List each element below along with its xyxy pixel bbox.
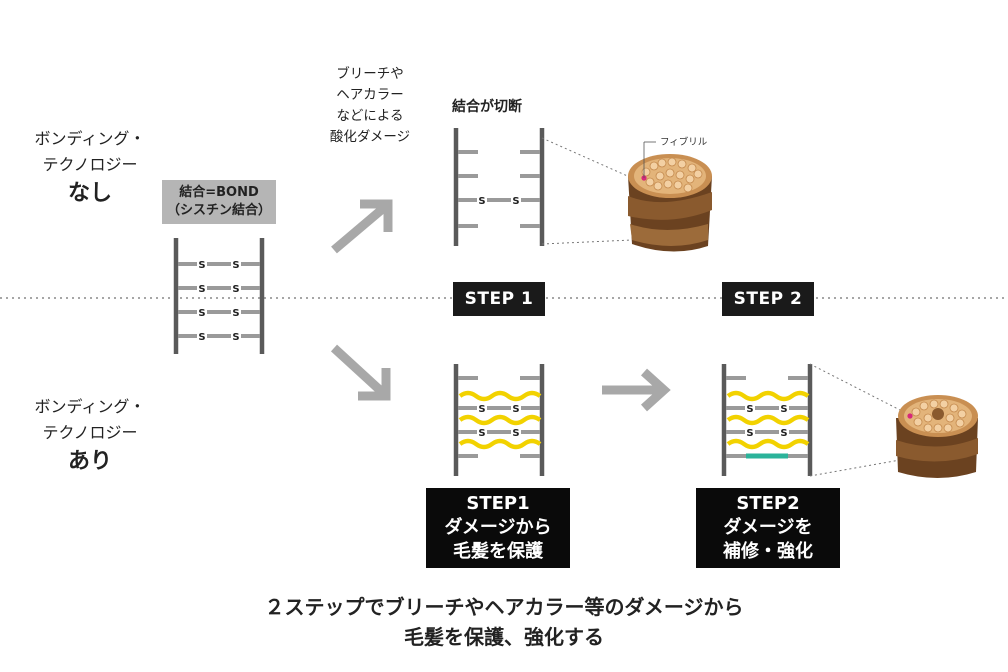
zoom-line bbox=[809, 459, 901, 477]
label-line: ボンディング・ bbox=[34, 129, 146, 148]
ladder-intact: S S S S S S S S bbox=[173, 238, 265, 354]
bond-tag-line: （シスチン結合） bbox=[166, 203, 271, 218]
zoom-line bbox=[541, 239, 633, 245]
ladder-step1: S S S S bbox=[453, 364, 545, 476]
bond-row: S S bbox=[178, 308, 260, 319]
step2-tab: STEP 2 bbox=[722, 282, 814, 316]
damage-note-line: 酸化ダメージ bbox=[329, 129, 411, 145]
protect-wave bbox=[726, 414, 810, 426]
damage-note-line: ヘアカラー bbox=[336, 87, 404, 103]
arrow-right bbox=[602, 368, 671, 412]
sulfur-label: S bbox=[232, 284, 239, 295]
caption-line: 毛髪を保護、強化する bbox=[404, 625, 604, 649]
step-box-line: ダメージを bbox=[723, 517, 813, 538]
sulfur-label: S bbox=[198, 260, 205, 271]
sulfur-label: S bbox=[478, 196, 485, 207]
medulla bbox=[932, 408, 944, 420]
sulfur-label: S bbox=[746, 404, 753, 415]
zoom-line bbox=[541, 137, 633, 179]
broken-bond-label: 結合が切断 bbox=[452, 99, 522, 115]
sulfur-label: S bbox=[198, 332, 205, 343]
label-line: テクノロジー bbox=[42, 155, 138, 174]
label-emphasis: あり bbox=[67, 449, 112, 474]
bond-row: S S bbox=[178, 284, 260, 295]
fibril-marker bbox=[907, 413, 913, 419]
bond-row: S S bbox=[458, 196, 540, 207]
label-line: テクノロジー bbox=[42, 423, 138, 442]
sulfur-label: S bbox=[512, 428, 519, 439]
sulfur-label: S bbox=[478, 428, 485, 439]
ladder-step2: S S S S bbox=[721, 363, 901, 477]
ladder-broken: S S bbox=[453, 128, 633, 246]
step2-box: STEP2 ダメージを 補修・強化 bbox=[696, 488, 840, 568]
hair-cross-section-damaged bbox=[628, 141, 712, 252]
step-box-line: ダメージから bbox=[444, 517, 552, 538]
bond-row: S S bbox=[726, 428, 808, 439]
label-emphasis: なし bbox=[67, 181, 112, 206]
sulfur-label: S bbox=[780, 428, 787, 439]
label-with-technology: ボンディング・ テクノロジー あり bbox=[20, 394, 160, 478]
label-line: ボンディング・ bbox=[34, 397, 146, 416]
protect-wave bbox=[726, 390, 810, 402]
bond-row: S S bbox=[178, 260, 260, 271]
sulfur-label: S bbox=[512, 404, 519, 415]
sulfur-label: S bbox=[512, 196, 519, 207]
protect-wave bbox=[458, 438, 542, 450]
bond-row: S S bbox=[726, 404, 808, 415]
sulfur-label: S bbox=[232, 308, 239, 319]
protect-wave bbox=[458, 414, 542, 426]
arrow-down-right bbox=[330, 344, 391, 401]
step-box-line: 毛髪を保護 bbox=[453, 541, 543, 562]
damage-note-line: などによる bbox=[336, 108, 404, 124]
bond-row: S S bbox=[458, 428, 540, 439]
damage-note: ブリーチや ヘアカラー などによる 酸化ダメージ bbox=[310, 64, 430, 148]
label-without-technology: ボンディング・ テクノロジー なし bbox=[20, 126, 160, 210]
sulfur-label: S bbox=[478, 404, 485, 415]
step1-tab: STEP 1 bbox=[453, 282, 545, 316]
zoom-line bbox=[809, 363, 901, 411]
sulfur-label: S bbox=[780, 404, 787, 415]
sulfur-label: S bbox=[198, 308, 205, 319]
sulfur-label: S bbox=[232, 260, 239, 271]
step-box-title: STEP1 bbox=[466, 493, 530, 514]
protect-wave bbox=[458, 390, 542, 402]
bond-tag-line: 結合=BOND bbox=[179, 185, 259, 200]
hair-cross-section-repaired bbox=[896, 395, 978, 478]
damage-note-line: ブリーチや bbox=[336, 66, 404, 82]
sulfur-label: S bbox=[232, 332, 239, 343]
step-box-line: 補修・強化 bbox=[723, 541, 813, 562]
caption-line: ２ステップでブリーチやヘアカラー等のダメージから bbox=[264, 595, 744, 619]
fibril-label: フィブリル bbox=[660, 137, 708, 148]
protect-wave bbox=[726, 438, 810, 450]
arrow-up-right bbox=[331, 199, 393, 254]
step1-box: STEP1 ダメージから 毛髪を保護 bbox=[426, 488, 570, 568]
bond-row: S S bbox=[458, 404, 540, 415]
sulfur-label: S bbox=[746, 428, 753, 439]
sulfur-label: S bbox=[198, 284, 205, 295]
bond-row: S S bbox=[178, 332, 260, 343]
step-box-title: STEP2 bbox=[736, 493, 800, 514]
caption: ２ステップでブリーチやヘアカラー等のダメージから 毛髪を保護、強化する bbox=[0, 592, 1008, 652]
bond-tag: 結合=BOND （シスチン結合） bbox=[162, 180, 276, 224]
